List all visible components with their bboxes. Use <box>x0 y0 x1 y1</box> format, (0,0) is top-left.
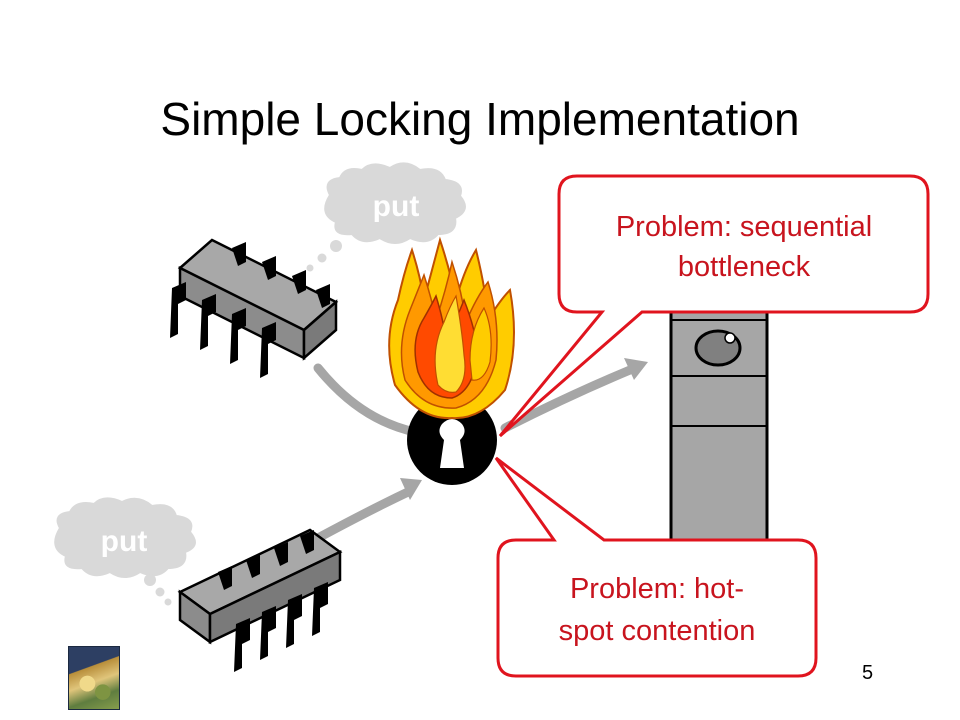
flame-icon <box>388 236 515 420</box>
slide-title: Simple Locking Implementation <box>160 93 800 145</box>
callout-line-2: spot contention <box>559 615 756 647</box>
arrow-top-processor-to-lock <box>313 363 420 437</box>
callout-line-1: Problem: hot- <box>570 573 744 605</box>
callout-line-1: Problem: sequential <box>616 211 872 243</box>
arrow-bottom-head <box>400 478 422 500</box>
stack-item-ball <box>694 329 742 367</box>
thought-label-put: put <box>101 525 148 558</box>
thought-label-put: put <box>373 190 420 223</box>
thought-bubble-bottom: put <box>54 497 196 606</box>
arrow-stack-head <box>624 358 648 380</box>
lock-icon <box>407 395 497 485</box>
callout-sequential-bottleneck: Problem: sequential bottleneck <box>498 174 930 438</box>
thought-bubble-top: put <box>306 162 466 272</box>
callout-hot-spot-contention: Problem: hot- spot contention <box>494 456 818 678</box>
page-number: 5 <box>862 662 874 684</box>
processor-chip-icon-bottom <box>177 528 343 672</box>
book-cover-art <box>72 670 116 704</box>
book-cover-icon <box>68 646 120 710</box>
callout-line-2: bottleneck <box>678 251 811 283</box>
arrow-bottom-processor-to-lock <box>313 487 413 543</box>
processor-chip-icon <box>170 238 339 378</box>
